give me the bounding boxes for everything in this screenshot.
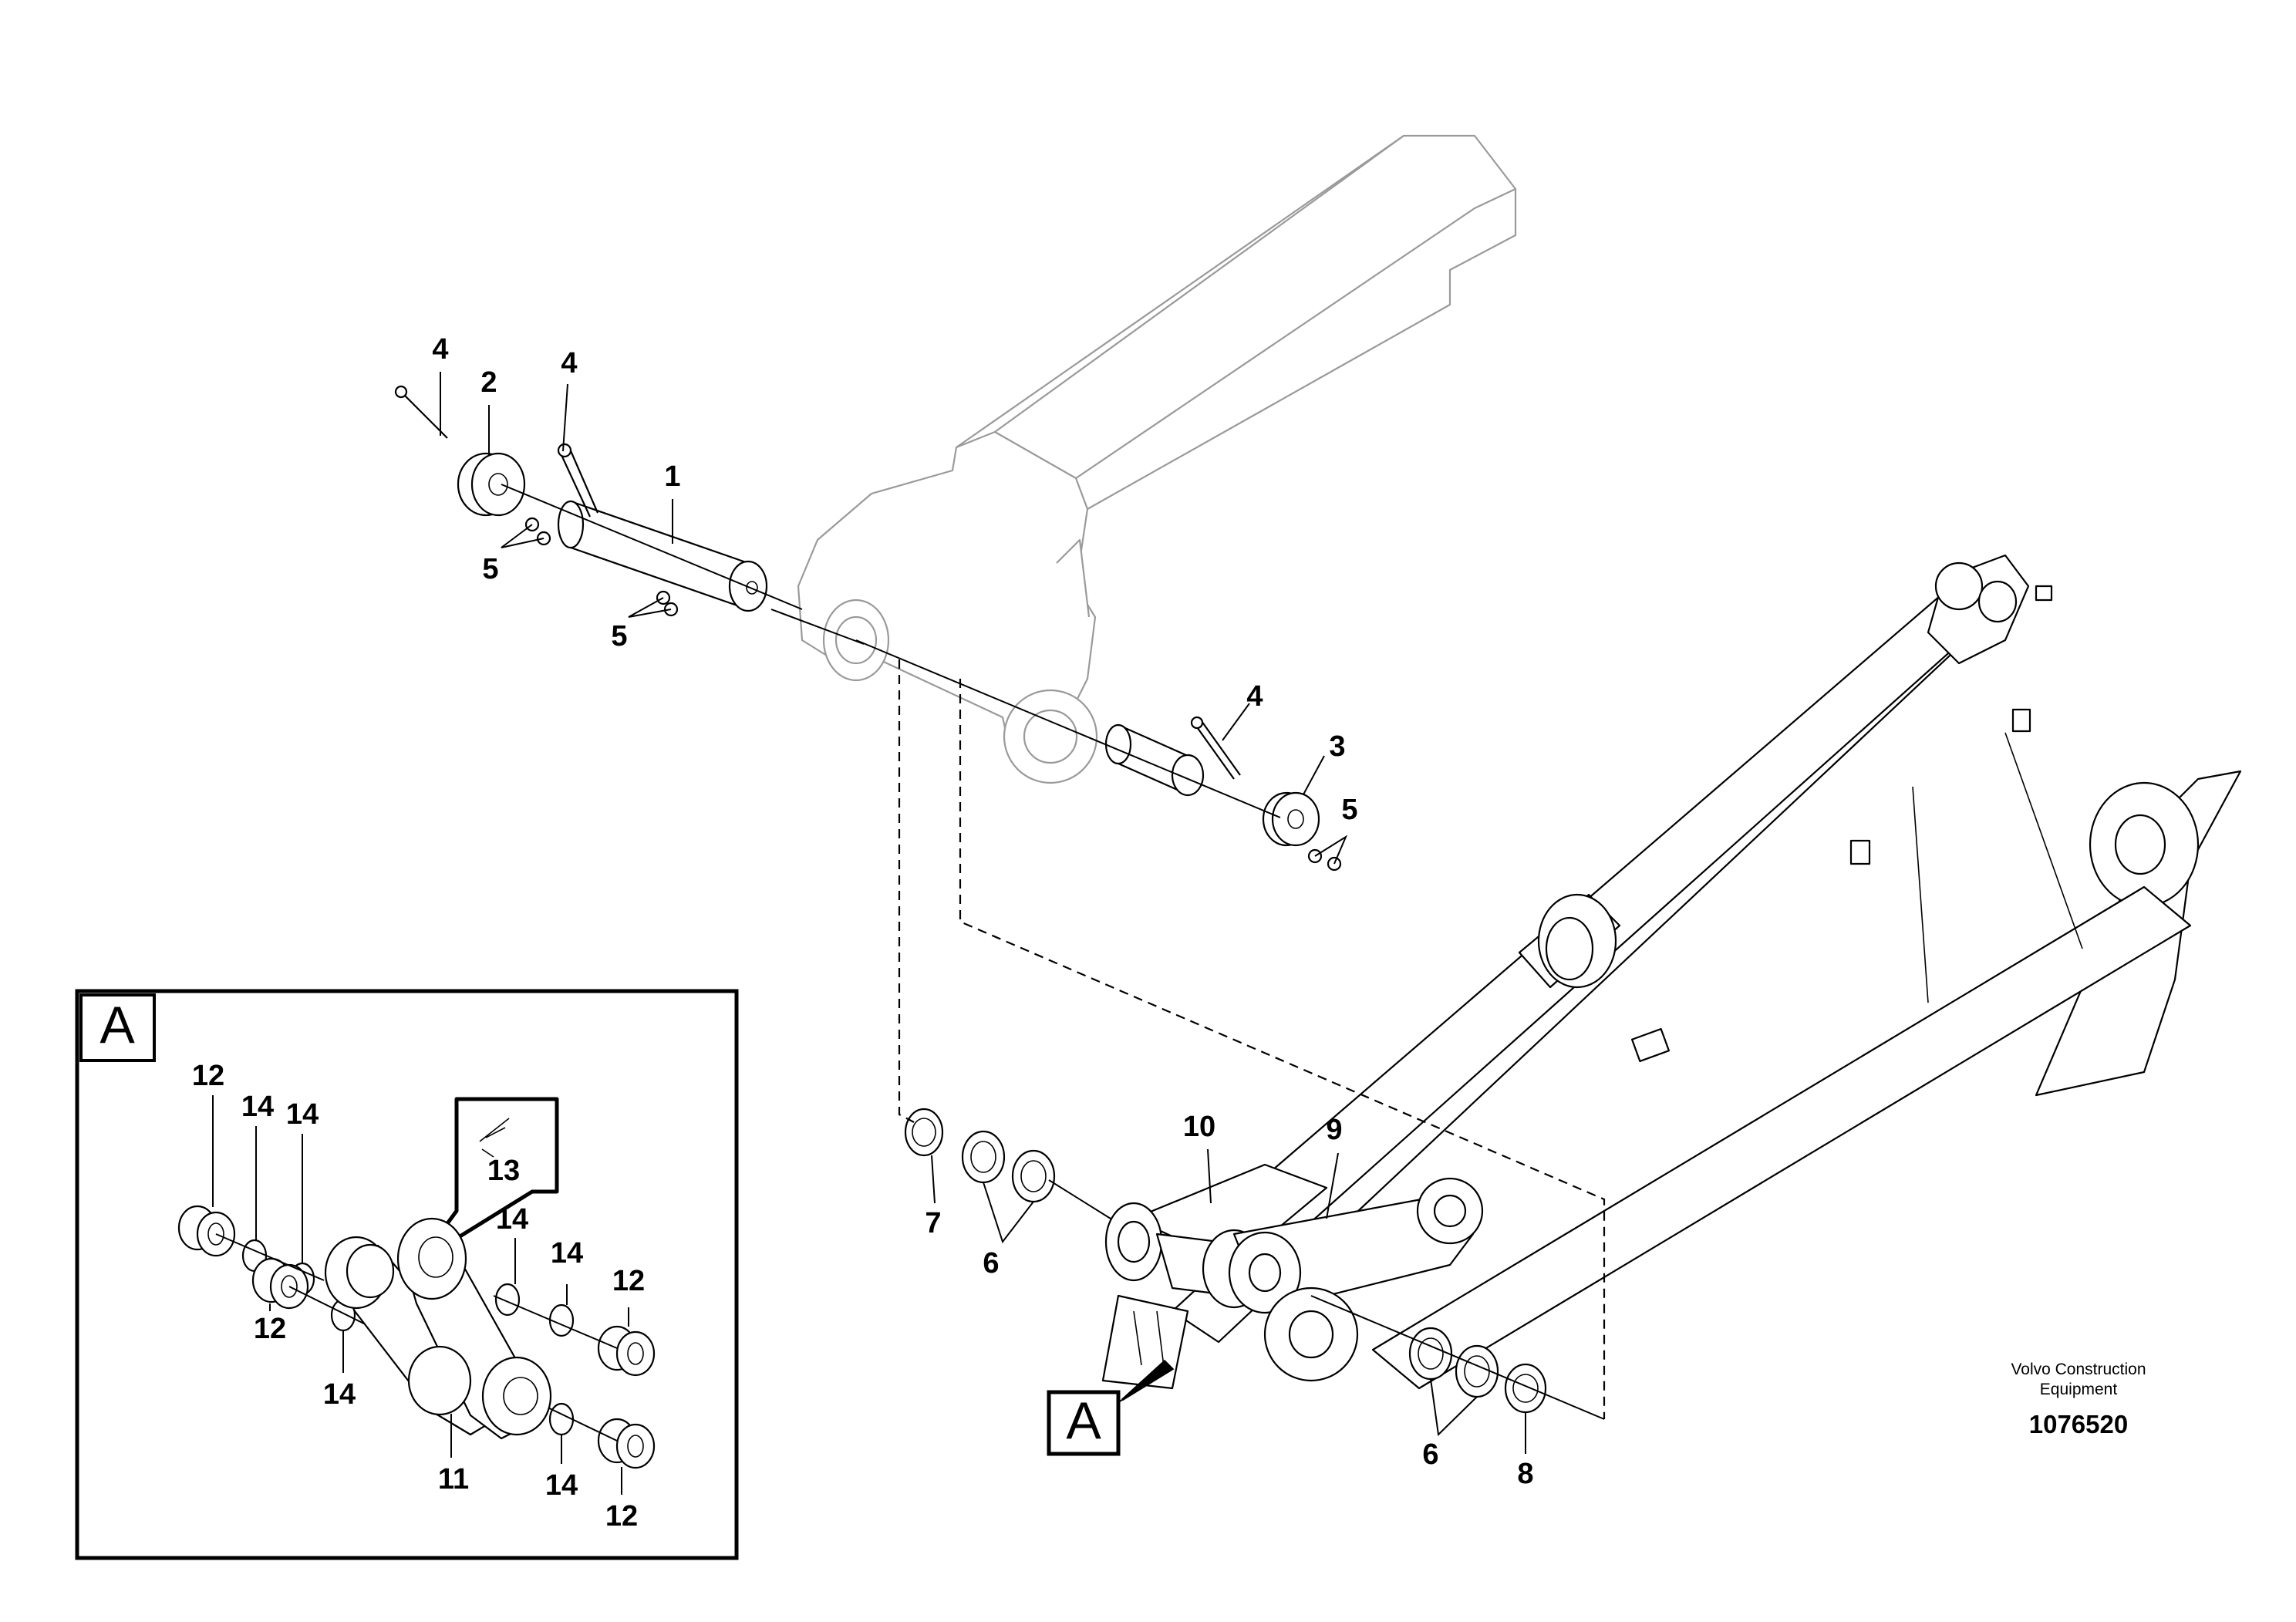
detail-callout-14a: 14 — [241, 1091, 274, 1123]
pin-1-assembly — [394, 385, 865, 645]
pin-3-assembly — [855, 639, 1320, 847]
detail-reference-a: A — [1047, 1390, 1121, 1456]
cylinder-assembly — [1171, 554, 2242, 1390]
detail-callouts: 12 14 14 13 14 14 12 12 14 11 14 12 — [192, 1060, 645, 1533]
callout-6a: 6 — [983, 1247, 999, 1280]
detail-callout-11: 11 — [438, 1463, 469, 1496]
company-name-line2: Equipment — [2040, 1381, 2118, 1398]
detail-view-letter-box — [79, 993, 156, 1062]
main-callouts: 4 2 4 1 5 5 4 3 5 10 9 7 6 6 8 — [432, 333, 1533, 1490]
boom-arm-drawing — [797, 134, 1517, 784]
detail-view-letter: A — [99, 996, 135, 1054]
callout-4b: 4 — [561, 347, 577, 379]
detail-callout-12d: 12 — [605, 1500, 638, 1533]
callout-7: 7 — [925, 1207, 941, 1239]
detail-callout-14d: 14 — [551, 1237, 583, 1270]
callout-2: 2 — [480, 366, 497, 399]
document-number: 1076520 — [2029, 1410, 2128, 1438]
detail-callout-12b: 12 — [612, 1265, 645, 1297]
detail-reference-letter: A — [1066, 1391, 1101, 1450]
detail-callout-14c: 14 — [496, 1203, 528, 1236]
detail-callout-12a: 12 — [192, 1060, 224, 1092]
callout-1: 1 — [664, 460, 680, 493]
callout-5b: 5 — [611, 620, 627, 653]
detail-view-a: A — [75, 989, 739, 1560]
callout-9: 9 — [1326, 1114, 1342, 1146]
link-assembly — [1101, 1163, 1484, 1390]
washers — [904, 1108, 1605, 1420]
detail-callout-14b: 14 — [286, 1098, 319, 1131]
callout-5c: 5 — [1341, 794, 1357, 826]
callout-3: 3 — [1329, 730, 1345, 763]
callout-4a: 4 — [432, 333, 448, 366]
grease-nipple-inset — [437, 1097, 559, 1244]
callout-8: 8 — [1517, 1458, 1533, 1490]
callout-5a: 5 — [482, 553, 498, 585]
title-block: Volvo Construction Equipment 1076520 — [2011, 1361, 2146, 1438]
callout-6b: 6 — [1422, 1438, 1438, 1471]
callout-10: 10 — [1183, 1111, 1215, 1143]
company-name-line1: Volvo Construction — [2011, 1361, 2146, 1378]
callout-4c: 4 — [1246, 680, 1263, 713]
detail-callout-14f: 14 — [545, 1469, 578, 1502]
detail-callout-12c: 12 — [254, 1313, 286, 1345]
detail-callout-13: 13 — [487, 1155, 520, 1187]
detail-callout-14e: 14 — [323, 1378, 356, 1411]
leader-lines — [212, 372, 1526, 1495]
dashed-reference-lines — [898, 659, 1606, 1419]
